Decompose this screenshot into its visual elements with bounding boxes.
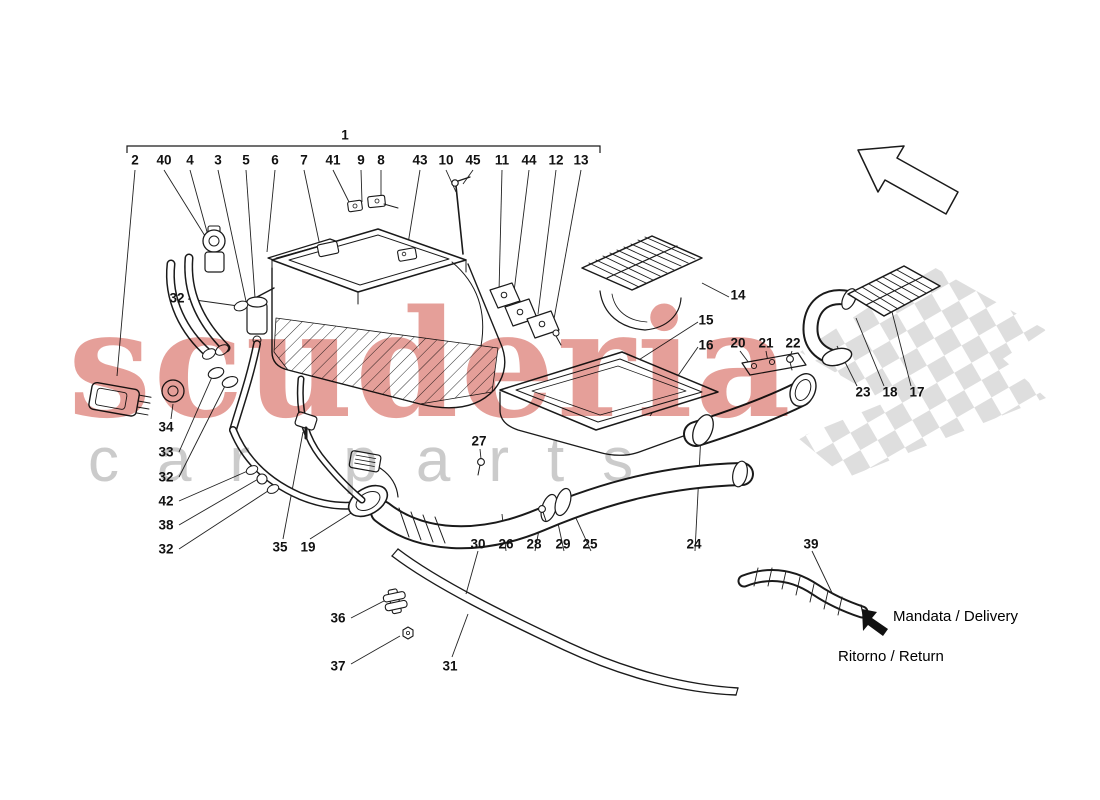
bolt-28 <box>538 505 547 522</box>
mounting-plates <box>489 282 562 346</box>
pipe-clamp <box>382 588 408 615</box>
drain-hose <box>294 375 366 504</box>
heater-unit <box>267 228 506 409</box>
return-label: Ritorno / Return <box>838 648 944 665</box>
clamp-nut <box>402 626 414 640</box>
support-bracket <box>741 352 807 376</box>
grommet <box>161 379 185 403</box>
delivery-label: Mandata / Delivery <box>893 608 1019 625</box>
top-brackets <box>316 194 399 258</box>
checkered-flag <box>798 266 1046 478</box>
engine-connector <box>88 381 152 417</box>
temperature-sensor <box>397 247 418 262</box>
air-vent-left <box>581 235 703 331</box>
direction-arrow-icon <box>857 145 959 215</box>
heater-valve <box>246 287 275 345</box>
delivery-arrow-icon <box>862 609 888 636</box>
water-pump <box>202 225 226 273</box>
air-vent-right <box>802 265 941 367</box>
harness-connector <box>348 450 399 498</box>
water-hoses <box>165 253 362 510</box>
distribution-duct <box>499 351 817 456</box>
sensor-rod <box>451 176 471 255</box>
bolt-27 <box>477 458 485 476</box>
delivery-hose <box>737 567 869 620</box>
main-heater-pipe <box>347 460 754 550</box>
assembly-bracket <box>126 145 601 153</box>
underbody-pipes <box>391 548 739 696</box>
